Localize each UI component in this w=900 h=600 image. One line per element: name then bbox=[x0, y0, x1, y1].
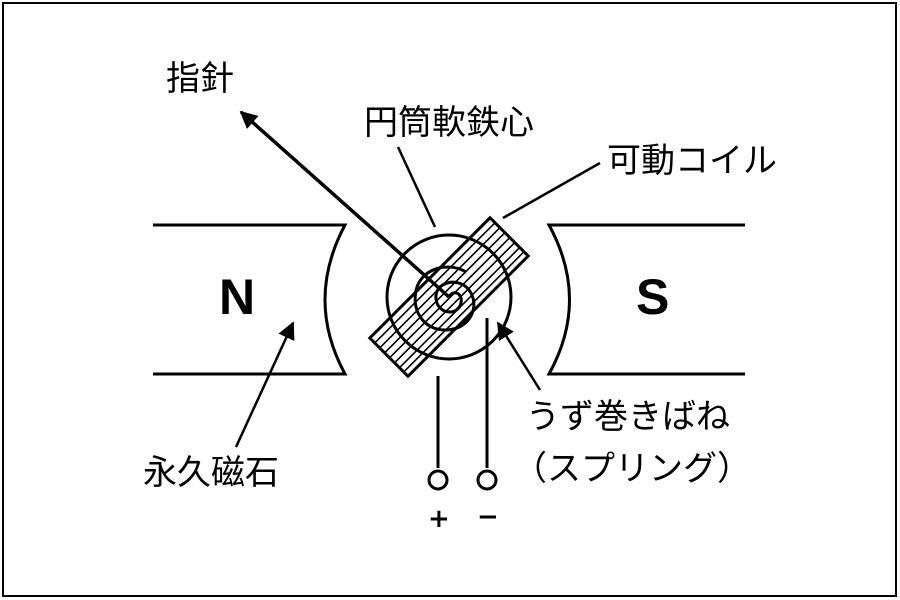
magnet-s-pole bbox=[546, 223, 745, 376]
label-magnet: 永久磁石 bbox=[143, 453, 279, 493]
magnet-n-pole bbox=[153, 223, 348, 376]
label-south-pole: S bbox=[636, 269, 670, 325]
terminal-minus bbox=[476, 469, 498, 491]
label-plus-terminal: + bbox=[428, 504, 450, 534]
label-spring: うず巻きばね bbox=[526, 397, 730, 437]
leader-coil bbox=[502, 161, 601, 220]
leader-spring bbox=[496, 321, 542, 391]
spiral-spring bbox=[413, 265, 476, 332]
label-north-pole: N bbox=[219, 269, 256, 325]
label-coil: 可動コイル bbox=[607, 141, 777, 181]
label-spring-paren: （スプリング） bbox=[513, 449, 751, 489]
leader-magnet bbox=[234, 321, 295, 448]
terminal-plus bbox=[427, 469, 449, 491]
leader-core bbox=[396, 146, 437, 228]
label-pointer: 指針 bbox=[166, 59, 234, 99]
label-minus-terminal: − bbox=[477, 502, 499, 532]
label-core: 円筒軟鉄心 bbox=[364, 103, 534, 143]
iron-core bbox=[385, 233, 513, 361]
pointer-needle bbox=[239, 110, 451, 299]
